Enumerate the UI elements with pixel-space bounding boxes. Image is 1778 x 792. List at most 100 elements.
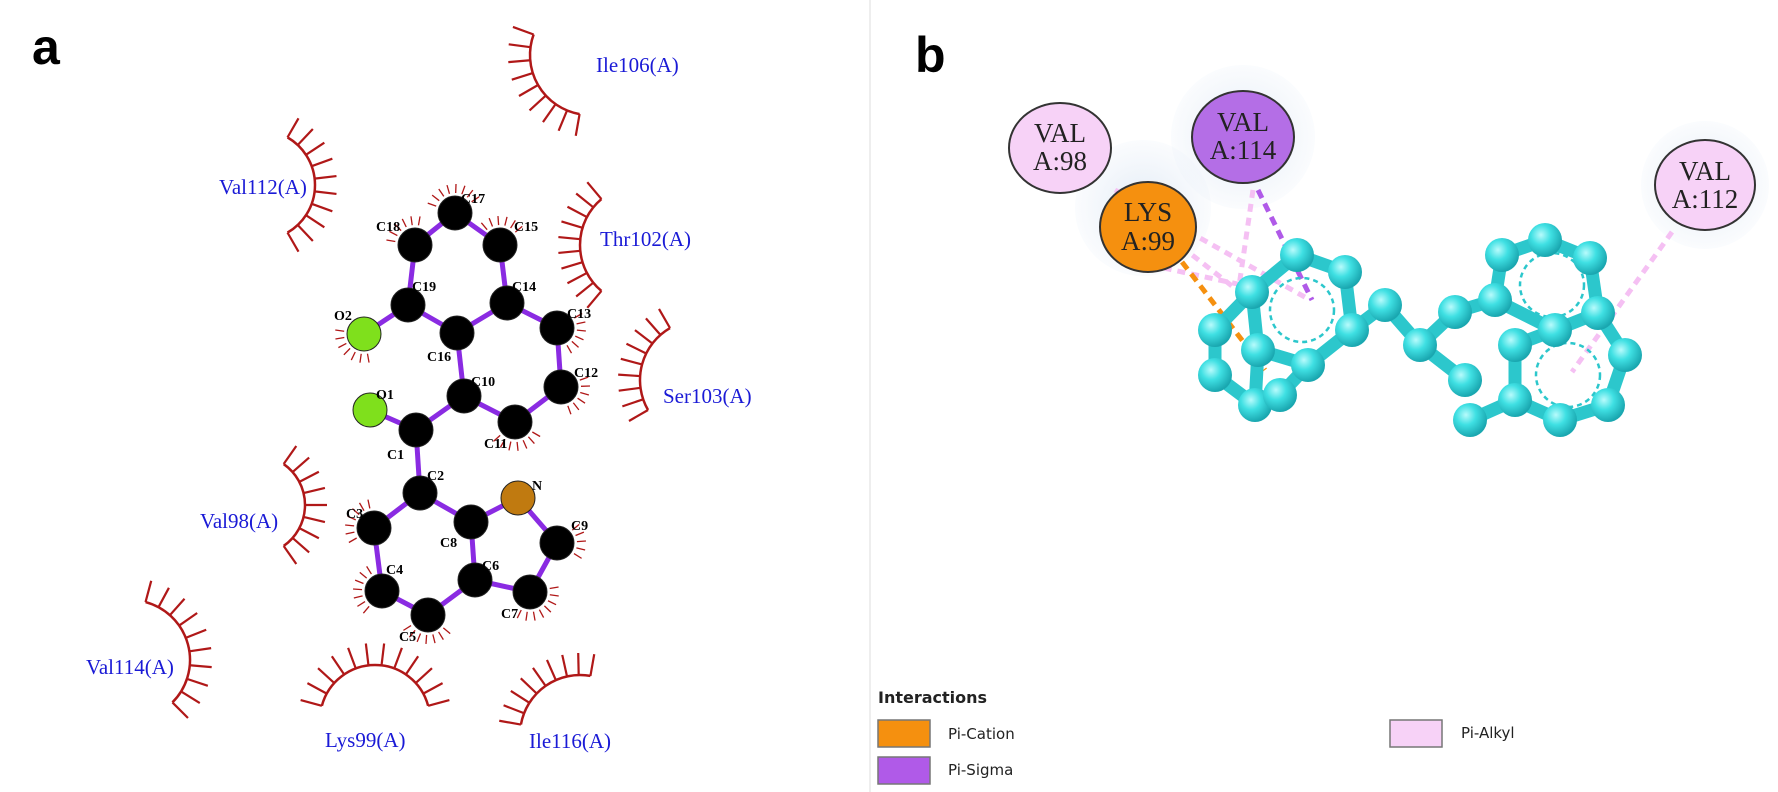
contact-tick — [572, 402, 580, 411]
contact-tick — [410, 216, 413, 226]
pi-alkyl-line — [1569, 230, 1675, 374]
atom-c8 — [453, 504, 489, 540]
residue-bubble-val98-name: VAL — [1034, 118, 1086, 148]
atom-label-n: N — [532, 479, 542, 494]
arc-curve — [528, 34, 580, 116]
contact-tick — [522, 440, 528, 449]
contact-tick — [366, 566, 372, 575]
atom-label-c3: C3 — [346, 507, 363, 522]
atom-label-o1: O1 — [376, 388, 394, 403]
contact-tick — [575, 531, 585, 537]
interactions-legend: Interactions Pi-Cation Pi-Sigma Pi-Alkyl — [877, 688, 1515, 785]
ligand-3d-atom — [1498, 383, 1532, 417]
arc-tick — [286, 117, 300, 138]
contact-tick — [348, 537, 358, 544]
contact-tick — [352, 508, 360, 516]
contact-tick — [353, 588, 363, 591]
arc-tick — [528, 94, 547, 112]
contact-tick — [446, 184, 451, 194]
arc-tick — [291, 537, 310, 554]
legend-title: Interactions — [878, 688, 987, 707]
ligand-3d-atom — [1478, 283, 1512, 317]
legend-label-pi-alkyl: Pi-Alkyl — [1461, 724, 1515, 742]
residue-label-val98: Val98(A) — [200, 509, 278, 533]
aromatic-ring-marker — [1518, 251, 1586, 319]
contact-tick — [425, 634, 428, 644]
contact-tick — [567, 405, 572, 415]
residue-bubble-val112: VAL A:112 — [1654, 139, 1756, 231]
pi-alkyl-line — [1234, 189, 1256, 301]
atom-label-c5: C5 — [399, 630, 416, 645]
arc-tick — [520, 677, 538, 695]
ligand-3d-atom — [1498, 328, 1532, 362]
arc-tick — [380, 643, 386, 666]
arc-tick — [314, 190, 337, 196]
hydrophobic-arc-thr102 — [558, 181, 603, 309]
contact-tick — [510, 220, 516, 229]
atom-c14 — [489, 285, 525, 321]
atom-label-c14: C14 — [512, 280, 536, 295]
panel-a-letter: a — [32, 19, 61, 75]
contact-tick — [408, 629, 416, 638]
arc-tick — [180, 690, 201, 704]
atom-label-c13: C13 — [567, 307, 591, 322]
residue-label-thr102: Thr102(A) — [600, 227, 691, 251]
arc-tick — [561, 654, 569, 677]
arc-tick — [311, 202, 333, 213]
ligand-3d-atom — [1448, 363, 1482, 397]
legend-swatch-pi-alkyl — [1389, 719, 1443, 748]
arc-tick — [178, 612, 198, 627]
contact-tick — [394, 223, 402, 232]
atom-c5 — [410, 597, 446, 633]
contact-tick — [389, 230, 398, 237]
arc-tick — [296, 224, 314, 242]
contact-tick — [343, 347, 351, 356]
ligand-3d-atom — [1591, 388, 1625, 422]
contact-tick — [358, 502, 365, 512]
arc-tick — [658, 308, 671, 329]
panel-b-3d-interactions: VAL A:98 VAL A:114 LYS A:99 VAL A:112 In… — [877, 65, 1769, 785]
atom-label-c7: C7 — [501, 607, 518, 622]
arc-tick — [189, 647, 212, 653]
arc-tick — [296, 128, 314, 146]
contact-tick — [571, 340, 579, 348]
arc-tick — [518, 84, 539, 97]
atom-c18 — [397, 227, 433, 263]
ligand-bonds — [361, 210, 564, 618]
contact-tick — [359, 353, 362, 363]
arc-tick — [189, 664, 212, 669]
legend-swatch-pi-cation — [877, 719, 931, 748]
ligand-3d-atom — [1198, 313, 1232, 347]
contact-tick — [549, 586, 559, 590]
arc-tick — [510, 690, 530, 704]
contact-tick — [347, 515, 356, 521]
arc-tick — [499, 719, 522, 726]
atom-label-c17: C17 — [461, 192, 485, 207]
contact-tick — [345, 524, 355, 527]
contact-tick — [359, 571, 368, 579]
arc-tick — [557, 110, 569, 132]
arc-tick — [306, 682, 328, 695]
contact-tick — [543, 605, 552, 613]
atom-label-c11: C11 — [484, 437, 507, 452]
ligand-3d-atom — [1453, 403, 1487, 437]
atom-c10 — [446, 378, 482, 414]
hydrophobic-arc-ile116 — [499, 652, 596, 726]
arc-tick — [589, 654, 596, 677]
ligand-3d-atom — [1328, 255, 1362, 289]
residue-bubble-val114: VAL A:114 — [1191, 90, 1295, 184]
contact-tick — [442, 627, 451, 635]
atom-c12 — [543, 369, 579, 405]
arc-tick — [575, 192, 594, 209]
arc-tick — [575, 281, 594, 298]
contact-tick — [508, 441, 512, 451]
arc-tick — [317, 667, 336, 684]
arc-tick — [542, 103, 557, 123]
contact-tick — [532, 611, 536, 621]
ligand-3d-atom — [1608, 338, 1642, 372]
aromatic-ring-marker — [1268, 276, 1336, 344]
arc-tick — [144, 580, 153, 603]
arc-tick — [427, 699, 450, 707]
arc-tick — [634, 329, 654, 345]
